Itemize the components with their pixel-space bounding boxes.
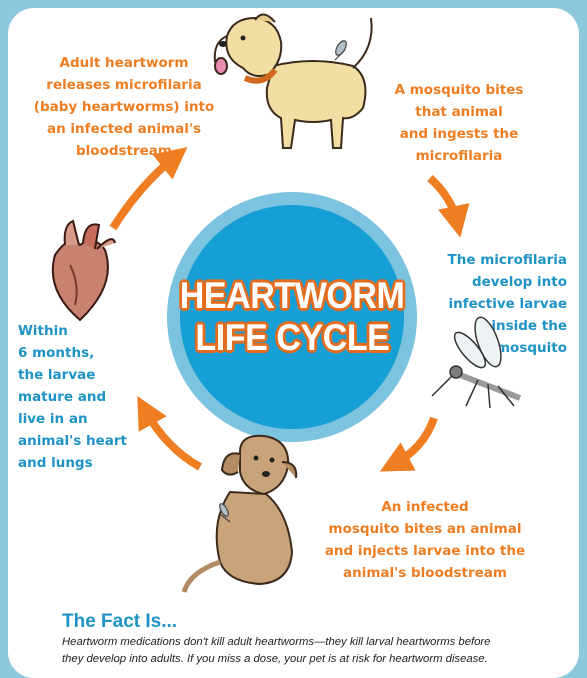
- fact-body: Heartworm medications don't kill adult h…: [62, 634, 562, 668]
- arrow-dog-to-mosquito: [430, 178, 457, 222]
- dog-standing-illustration: [203, 8, 383, 158]
- heart-illustration: [35, 215, 125, 325]
- mosquito-on-dog-icon: [334, 39, 349, 60]
- arrow-mosquito-to-dog2: [394, 418, 434, 464]
- dog-sitting-illustration: [180, 432, 330, 602]
- fact-title: The Fact Is...: [62, 611, 177, 633]
- mosquito-illustration: [430, 320, 550, 410]
